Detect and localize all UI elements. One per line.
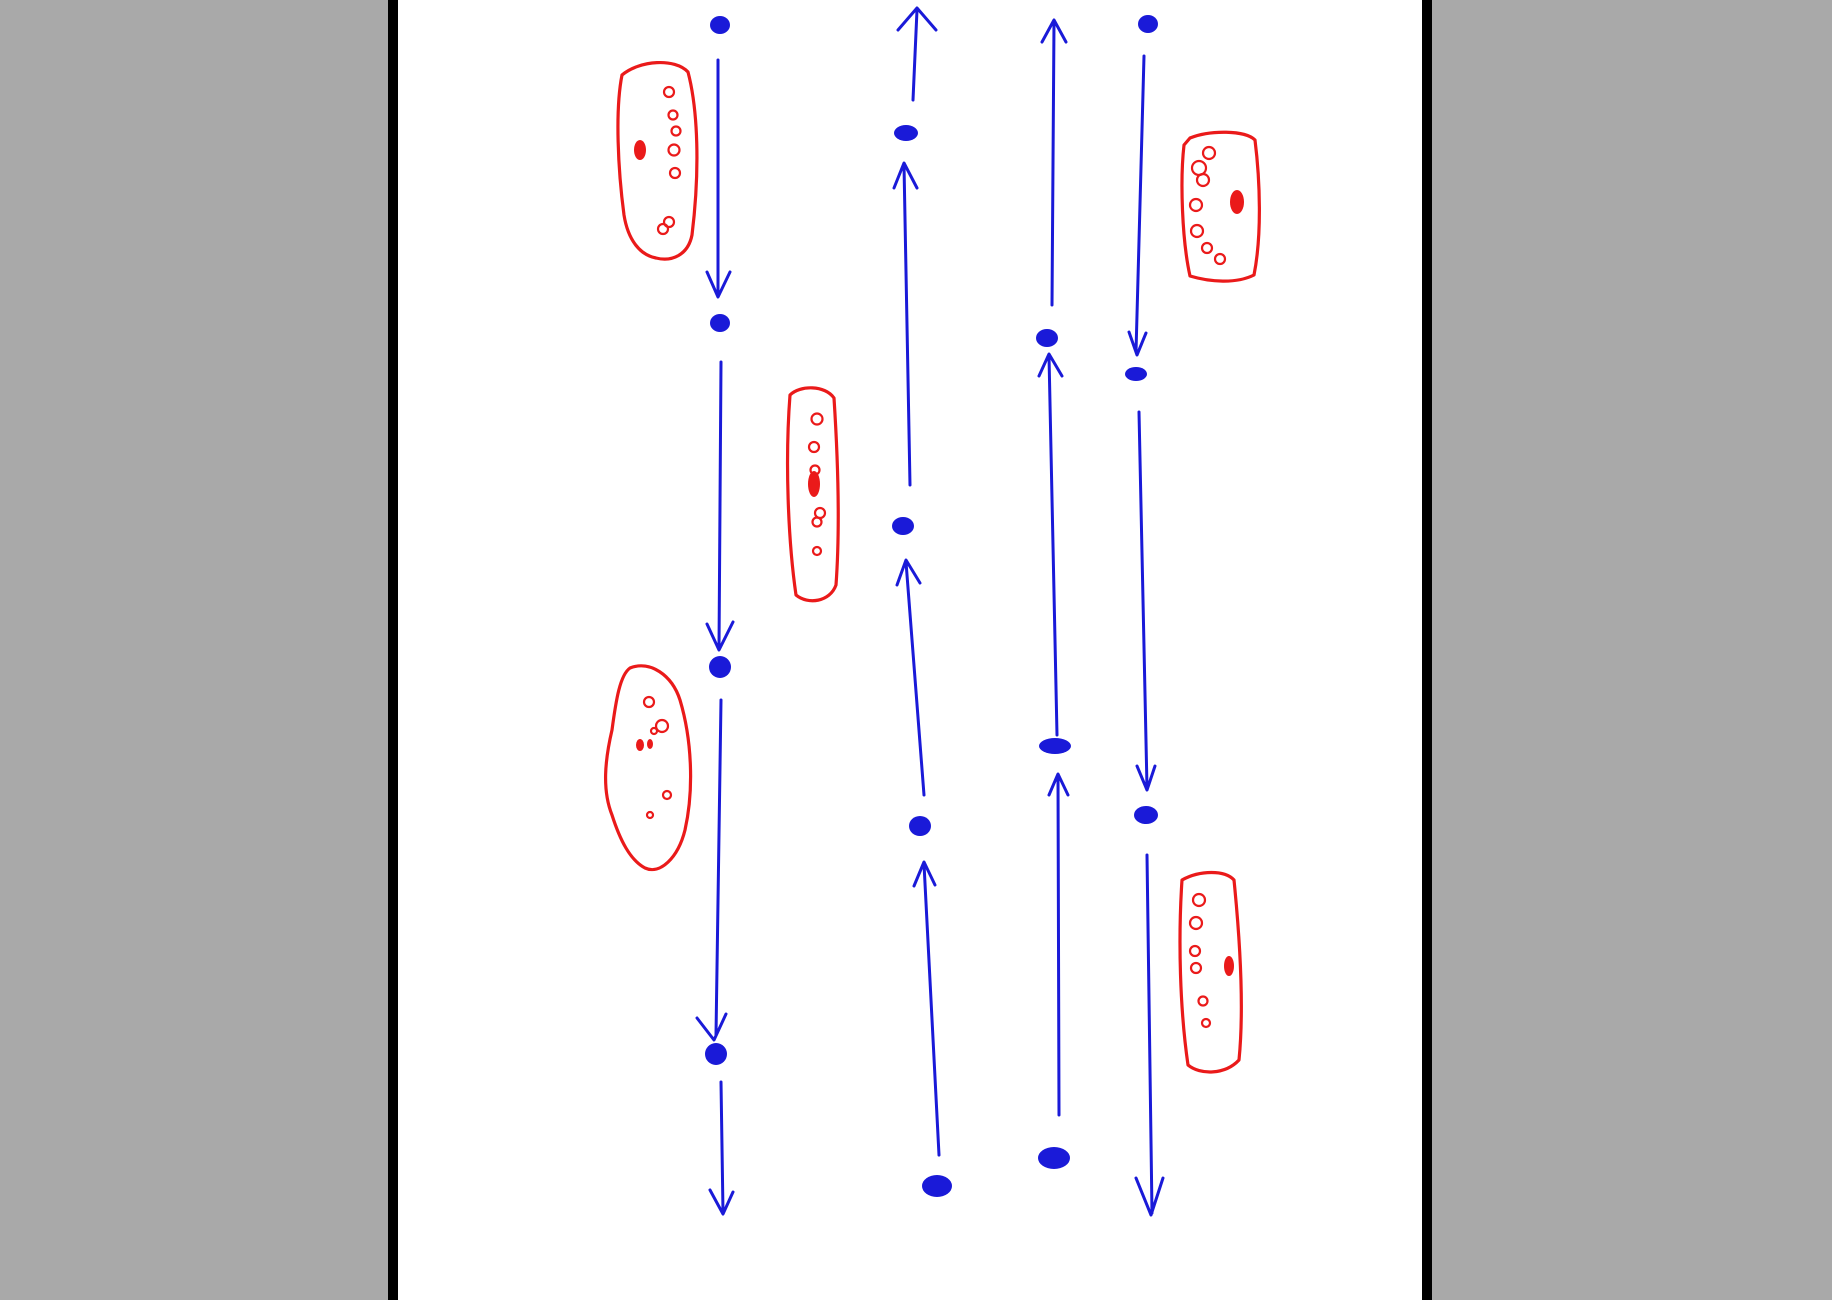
obstacle-4-ring	[645, 810, 655, 820]
obstacle-1-ring	[667, 143, 681, 157]
lane-3	[1036, 18, 1071, 1169]
obstacle-4-outline	[604, 664, 693, 872]
obstacle-4-ring	[649, 726, 659, 736]
obstacle-3-ring	[810, 412, 824, 426]
lane-3-station-3	[1038, 1147, 1070, 1169]
lane-1-arrow-4	[708, 1080, 735, 1216]
obstacle-2-ring	[1200, 241, 1214, 255]
obstacle-1-ring	[662, 85, 676, 99]
lane-1-station-2	[710, 314, 730, 332]
obstacle-2-ring	[1213, 252, 1227, 266]
lane-3-station-2	[1039, 738, 1071, 754]
lane-1-station-3	[709, 656, 731, 678]
obstacle-4-ring	[654, 718, 670, 734]
obstacle-1-outline	[616, 60, 699, 261]
obstacle-3-ring	[811, 516, 823, 528]
lane-2-station-4	[922, 1175, 952, 1197]
lane-1-station-1	[710, 16, 730, 34]
lane-4	[1125, 15, 1165, 1217]
lane-1-arrow-1	[705, 58, 732, 299]
obstacle-3-ring	[807, 440, 821, 454]
obstacle-3	[785, 386, 840, 603]
lane-3-arrow-2	[1037, 352, 1064, 737]
lane-4-arrow-1	[1127, 54, 1148, 357]
lane-1	[695, 16, 735, 1216]
obstacle-2-ring	[1195, 172, 1211, 188]
obstacle-3-marker	[808, 471, 820, 497]
obstacle-2-ring	[1188, 197, 1204, 213]
lane-4-station-2	[1125, 367, 1147, 381]
obstacle-1	[616, 60, 699, 261]
obstacle-3-ring	[811, 545, 823, 557]
obstacle-2-ring	[1190, 159, 1208, 177]
lane-2-station-2	[892, 517, 914, 535]
obstacle-2	[1180, 130, 1261, 283]
obstacle-5-ring	[1188, 944, 1202, 958]
lane-2-arrow-3	[895, 558, 926, 797]
lane-4-arrow-3	[1134, 853, 1165, 1217]
lane-3-station-1	[1036, 329, 1058, 347]
lane-2-arrow-1	[896, 6, 938, 102]
obstacle-1-ring	[667, 109, 679, 121]
obstacle-1-ring	[662, 215, 676, 229]
obstacle-2-ring	[1201, 145, 1217, 161]
lane-3-arrow-3	[1047, 772, 1070, 1117]
lane-2-station-1	[894, 125, 918, 141]
obstacle-4-ring	[642, 695, 656, 709]
obstacle-2-outline	[1180, 130, 1261, 283]
obstacle-1-ring	[656, 222, 670, 236]
obstacle-1-marker	[634, 140, 646, 160]
obstacle-4-marker	[636, 739, 644, 751]
obstacle-2-marker	[1230, 190, 1244, 214]
lane-4-station-1	[1138, 15, 1158, 33]
obstacle-4	[604, 664, 693, 872]
obstacle-5-ring	[1200, 1017, 1212, 1029]
lane-4-station-3	[1134, 806, 1158, 824]
obstacle-5	[1178, 870, 1243, 1074]
obstacle-1-ring	[668, 166, 682, 180]
lane-2-arrow-2	[892, 161, 919, 487]
obstacle-1-ring	[670, 125, 682, 137]
obstacle-5-outline	[1178, 870, 1243, 1074]
lane-3-arrow-1	[1040, 18, 1068, 307]
obstacle-5-marker	[1224, 956, 1234, 976]
obstacle-5-ring	[1191, 892, 1207, 908]
obstacle-4-ring	[661, 789, 673, 801]
obstacle-5-ring	[1197, 995, 1209, 1007]
obstacle-5-ring	[1188, 915, 1204, 931]
lane-2	[892, 6, 952, 1197]
obstacle-5-ring	[1189, 961, 1203, 975]
lane-2-station-3	[909, 816, 931, 836]
lane-1-arrow-2	[705, 360, 735, 652]
obstacle-2-ring	[1189, 223, 1205, 239]
lane-4-arrow-2	[1135, 410, 1157, 792]
lane-1-arrow-3	[695, 698, 728, 1042]
lane-1-station-4	[705, 1043, 727, 1065]
obstacle-3-outline	[785, 386, 840, 603]
obstacle-4-marker	[647, 739, 653, 749]
lane-2-arrow-4	[912, 860, 941, 1157]
